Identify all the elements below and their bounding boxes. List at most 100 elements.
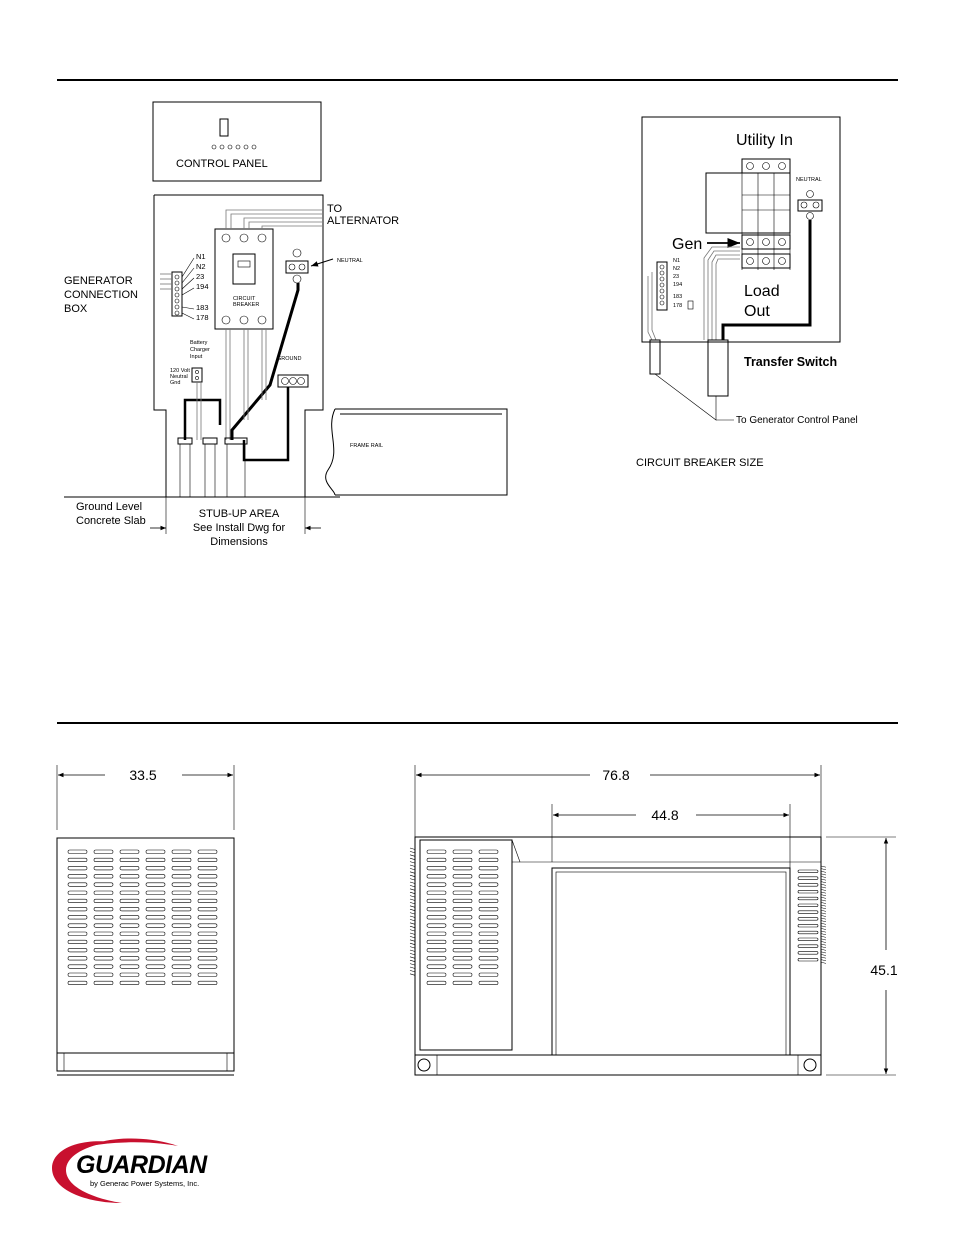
louver-slot [452,866,473,871]
width-dimension: 33.5 [56,765,235,830]
neutral-pointer-arrow [310,258,334,267]
ts-conduit-callout [654,373,734,421]
generator-box-label-line1: GENERATOR [64,275,133,287]
stub-up-label-line3: Dimensions [210,536,268,548]
load-out-label-line2: Out [744,303,770,320]
louver-slot [67,915,88,920]
volt-label-line2: Neutral [170,374,188,380]
logo-brand: GUARDIAN [76,1151,208,1179]
louver-slot [426,980,447,986]
terminal-label-23: 23 [196,272,204,281]
louver-slot [797,930,819,935]
neutral-thick-wire [230,283,300,440]
louver-slot [171,857,192,863]
ts-neutral-label: NEUTRAL [796,177,822,183]
ts-terminal-label-n2: N2 [673,266,680,272]
louver-slot [452,898,473,904]
generator-connection-diagram: CONTROL PANEL CIRCUIT BREAKER TO ALTERNA… [64,101,508,548]
edge-serration [820,933,827,936]
load-lug-screws [746,257,786,265]
volt-label-line3: Gnd [170,380,180,386]
generator-terminal-strip [171,271,183,317]
louver-slot [197,890,218,895]
edge-serration [409,949,416,952]
louver-slot [119,939,140,945]
louver-slot [797,917,819,921]
edge-serration [820,902,827,904]
louver-slot [93,857,114,863]
battery-charger-label-line1: Battery [190,340,208,346]
logo-swoosh-top-icon [90,1138,178,1146]
louver-slot [452,939,473,945]
edge-serration [820,917,827,920]
utility-in-label: Utility In [736,132,793,149]
louver-slot [93,874,114,879]
generator-box-label-line3: BOX [64,303,88,315]
louver-slot [119,948,140,953]
terminal-strip-wires [160,273,172,290]
edge-serration [409,871,416,874]
louver-slot [426,882,447,887]
side-view-left-louvers [426,849,499,986]
louver-slot [797,958,819,962]
control-panel-box [152,101,322,182]
louver-slot [426,931,447,936]
louver-slot [145,898,166,904]
breaker-terminal-screws [221,233,267,325]
louver-slot [171,890,192,895]
edge-serration [820,961,827,964]
louver-slot [67,890,88,895]
louver-slot [145,939,166,945]
edge-serration [820,935,827,938]
louver-slot [171,915,192,920]
louver-slot [797,924,819,928]
louver-slot [119,866,140,871]
ts-neutral-block [797,199,823,212]
ground-label: GROUND [277,356,301,362]
louver-slot [119,923,140,928]
breaker-handle-icon [237,260,251,268]
edge-serration [409,915,416,918]
louver-slot [93,907,114,912]
edge-serration [409,898,416,901]
louver-slot [197,857,218,863]
transfer-switch-label: Transfer Switch [744,355,837,369]
utility-lug-screws [746,162,786,170]
circuit-breaker-label-line1: CIRCUIT [233,296,256,302]
neutral-label: NEUTRAL [337,258,363,264]
louver-slot [452,882,473,887]
stub-up-label-line1: STUB-UP AREA [199,508,280,520]
louver-slot [119,898,140,904]
louver-slot [93,931,114,936]
ts-terminal-strip [656,261,668,311]
breaker-load-wires [196,329,267,440]
neutral-block [285,260,309,274]
edge-serration [820,868,827,871]
louver-slot [171,849,192,854]
louver-slot [67,939,88,945]
edge-serration [409,874,416,877]
louver-slot [426,923,447,928]
louver-slot [119,956,140,961]
edge-serration [820,881,827,884]
louver-slot [67,964,88,969]
edge-serration [820,904,827,907]
louver-slot [67,956,88,961]
louver-slot [426,939,447,945]
generator-end-view [56,837,235,1076]
louver-slot [145,956,166,961]
louver-slot [171,898,192,904]
neutral-screws [288,248,306,284]
edge-serration [409,929,416,932]
ground-bar [277,374,309,388]
ts-gen-wires [647,246,740,341]
edge-serration [820,886,827,889]
louver-slot [478,857,499,863]
to-alternator-label-line1: TO [327,203,343,215]
circuit-breaker-size-label: CIRCUIT BREAKER SIZE [636,457,764,469]
louver-slot [426,956,447,961]
edge-serration [409,868,416,871]
edge-serration [820,876,827,878]
edge-serration [820,899,827,902]
edge-serration [820,922,827,925]
